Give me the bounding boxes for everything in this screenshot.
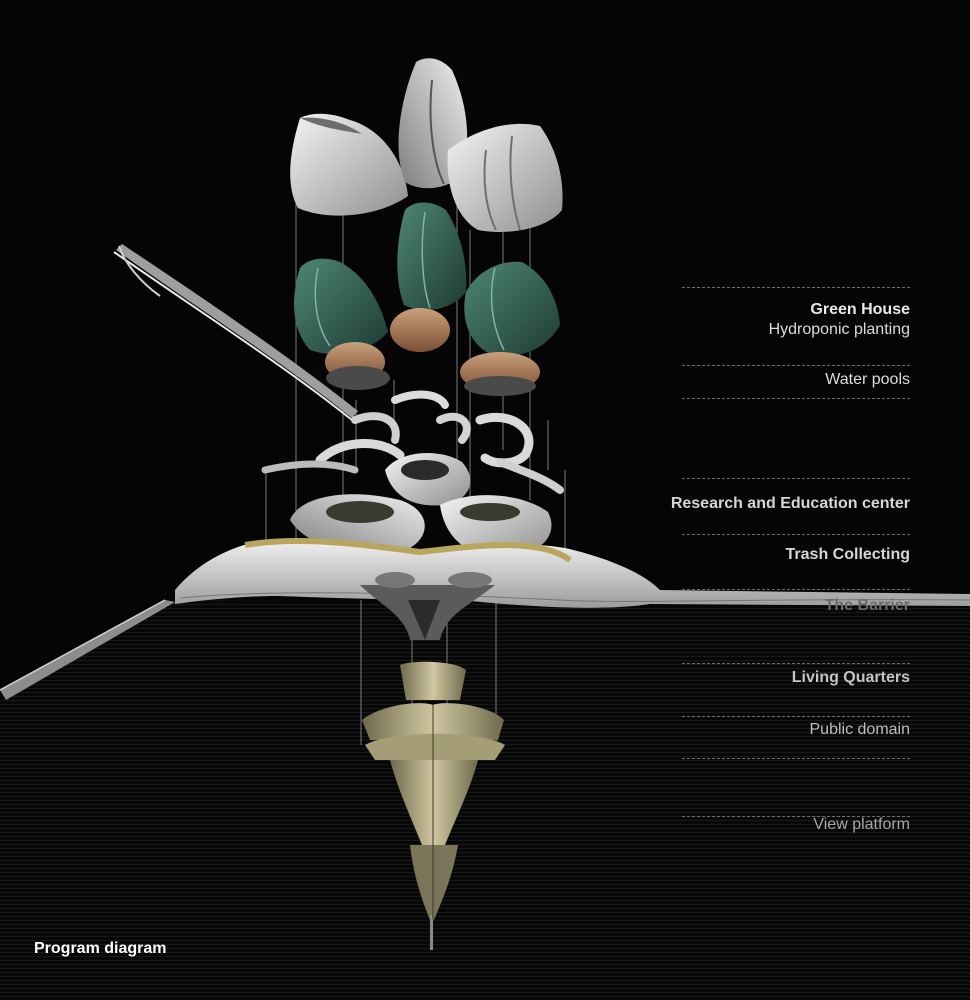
separator — [682, 758, 910, 759]
label-trash-collecting: Trash Collecting — [786, 545, 910, 565]
separator — [682, 663, 910, 664]
label-hydroponic-planting: Hydroponic planting — [769, 320, 910, 340]
greenhouse-pods — [294, 203, 560, 397]
separator — [682, 589, 910, 590]
label-water-pools: Water pools — [825, 370, 910, 390]
label-green-house: Green House — [810, 300, 910, 320]
label-the-barrier: The Barrier — [825, 596, 910, 616]
separator — [682, 478, 910, 479]
separator — [682, 287, 910, 288]
separator — [682, 534, 910, 535]
separator — [682, 398, 910, 399]
label-public-domain: Public domain — [810, 720, 911, 740]
label-living-quarters: Living Quarters — [792, 668, 910, 688]
label-view-platform: View platform — [813, 815, 910, 835]
separator — [682, 716, 910, 717]
diagram-caption: Program diagram — [34, 940, 166, 958]
separator — [682, 365, 910, 366]
label-research-education: Research and Education center — [671, 494, 910, 514]
